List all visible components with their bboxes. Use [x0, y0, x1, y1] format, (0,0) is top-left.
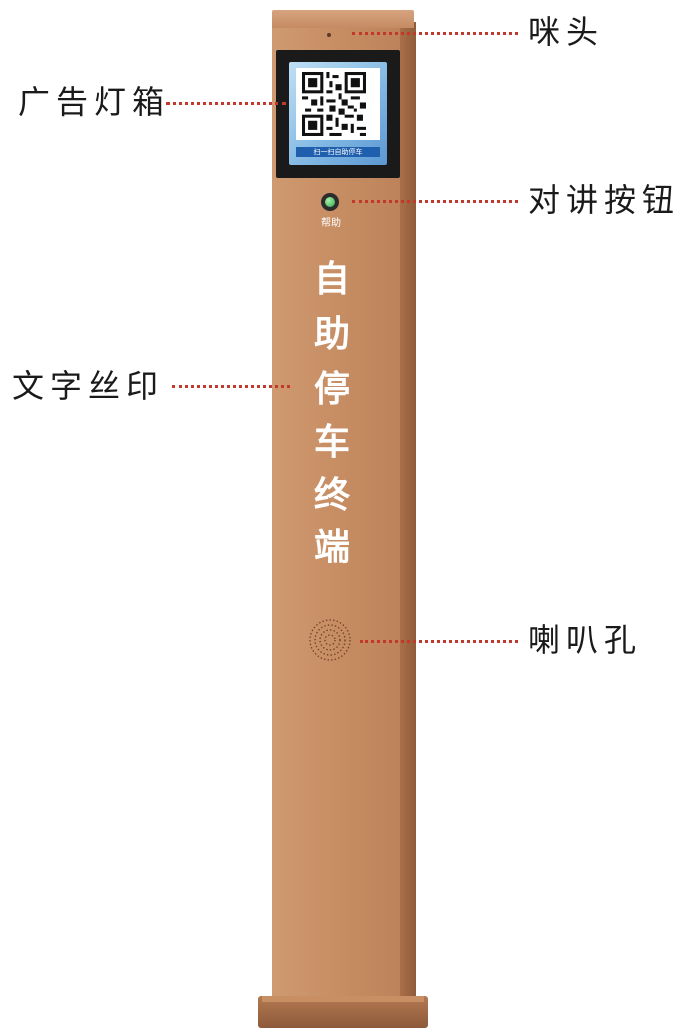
pillar-side	[400, 22, 416, 1000]
silkscreen-leader	[172, 385, 290, 388]
intercom-leader	[352, 200, 518, 203]
pillar-front	[272, 22, 414, 1000]
button-light-icon	[325, 197, 335, 207]
title-char: 助	[313, 314, 350, 355]
title-char: 停	[313, 369, 350, 410]
mic-dot	[327, 33, 331, 37]
mic-label: 咪头	[528, 13, 605, 51]
screen-caption: 扫一扫自助停车	[296, 147, 380, 157]
pillar-top	[272, 10, 414, 28]
pillar-base-top	[262, 996, 424, 1002]
speaker-leader	[360, 640, 518, 643]
title-char: 终	[313, 475, 350, 516]
lightbox-label: 广告灯箱	[18, 83, 171, 121]
silkscreen-label: 文字丝印	[12, 367, 165, 405]
help-label: 帮助	[321, 218, 341, 229]
lightbox-leader	[166, 102, 286, 105]
title-char: 车	[313, 422, 350, 463]
mic-leader	[352, 32, 518, 35]
title-char: 端	[313, 527, 350, 568]
qr-code-icon	[302, 72, 366, 136]
intercom-button	[321, 193, 339, 211]
intercom-label: 对讲按钮	[528, 181, 681, 219]
title-char: 自	[313, 259, 350, 300]
speaker-label: 喇叭孔	[528, 621, 643, 659]
speaker-holes-icon	[309, 619, 351, 661]
